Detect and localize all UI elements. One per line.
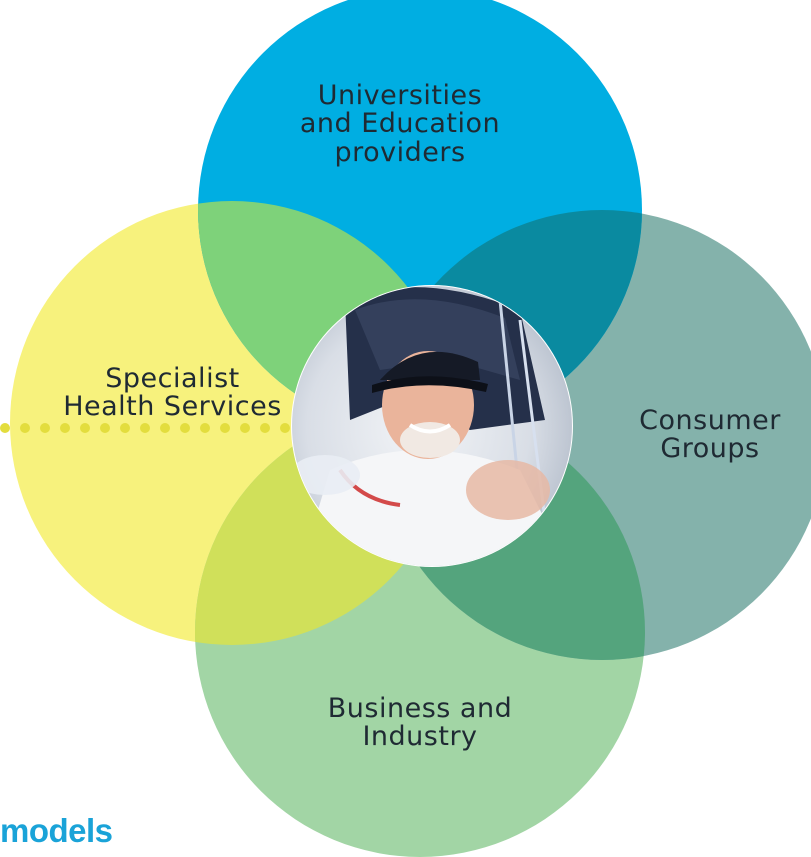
center-photo (291, 285, 573, 567)
label-specialist-health-services: Specialist Health Services (63, 363, 282, 423)
section-heading: models (0, 812, 113, 849)
label-universities-and-education: Universities and Education providers (299, 80, 501, 168)
label-consumer-groups: Consumer Groups (639, 405, 781, 465)
label-business-and-industry: Business and Industry (327, 693, 513, 753)
